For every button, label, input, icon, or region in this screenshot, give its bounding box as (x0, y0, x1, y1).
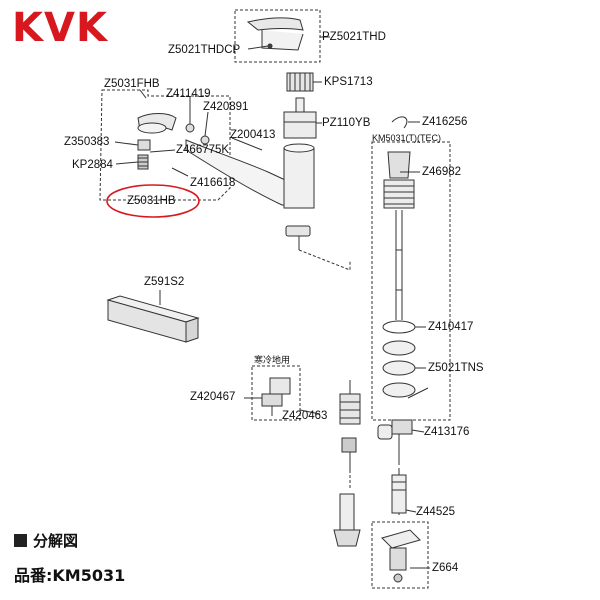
label-pz5021thd: PZ5021THD (322, 31, 386, 43)
mounting-part (381, 529, 421, 583)
label-z420891: Z420891 (203, 101, 249, 113)
label-z5021tns: Z5021TNS (428, 362, 484, 374)
model-number: 品番:KM5031 (14, 566, 126, 585)
label-z413176: Z413176 (424, 426, 470, 438)
label-z44525: Z44525 (416, 506, 456, 518)
faucet-body-part (185, 139, 315, 237)
label-cold-region: 寒冷地用 (254, 355, 291, 365)
label-z5021thdcp: Z5021THDCP (168, 44, 241, 56)
lever-handle-group-box (234, 9, 321, 63)
label-z420467: Z420467 (190, 391, 236, 403)
spray-head-part (137, 113, 210, 170)
tray-part (106, 295, 200, 343)
o-ring-part (382, 320, 416, 398)
hose-weight-part (383, 151, 415, 209)
title-square-icon (14, 534, 27, 547)
label-z416618: Z416618 (190, 177, 236, 189)
label-z46982: Z46982 (422, 166, 462, 178)
label-z466775k: Z466775K (176, 144, 230, 156)
brand-logo: KVK (12, 5, 108, 51)
label-z416256: Z416256 (422, 116, 468, 128)
hose-clip-part (377, 419, 413, 440)
label-z350383: Z350383 (64, 136, 110, 148)
label-z420463: Z420463 (282, 410, 328, 422)
label-kps1713: KPS1713 (324, 76, 373, 88)
label-z664: Z664 (432, 562, 459, 574)
supply-tube-left-part (333, 493, 361, 547)
section-title: 分解図 (14, 530, 78, 551)
hose-assembly-group-box (371, 141, 451, 421)
label-z591s2: Z591S2 (144, 276, 185, 288)
cold-region-valve-box (251, 365, 301, 421)
label-kp2884: KP2884 (72, 159, 113, 171)
lever-handle-part (246, 17, 304, 51)
valve-part (261, 377, 291, 416)
highlight-ellipse (106, 184, 200, 218)
connector-part (339, 393, 361, 453)
label-km5031: KM5031(T)(TEC) (372, 133, 442, 143)
spout-head-group-box (99, 89, 231, 201)
label-z200413: Z200413 (230, 129, 276, 141)
label-z5031hb: Z5031HB (127, 195, 176, 207)
label-z410417: Z410417 (428, 321, 474, 333)
section-title-text: 分解図 (33, 532, 79, 550)
mounting-group-box (371, 521, 429, 589)
label-pz110yb: PZ110YB (322, 117, 371, 129)
label-z5031fhb: Z5031FHB (104, 78, 160, 90)
hose-part (395, 210, 403, 320)
label-z411419: Z411419 (166, 88, 211, 100)
bonnet-part (286, 72, 314, 92)
cartridge-part (283, 97, 317, 139)
supply-tube-right-part (391, 474, 407, 514)
